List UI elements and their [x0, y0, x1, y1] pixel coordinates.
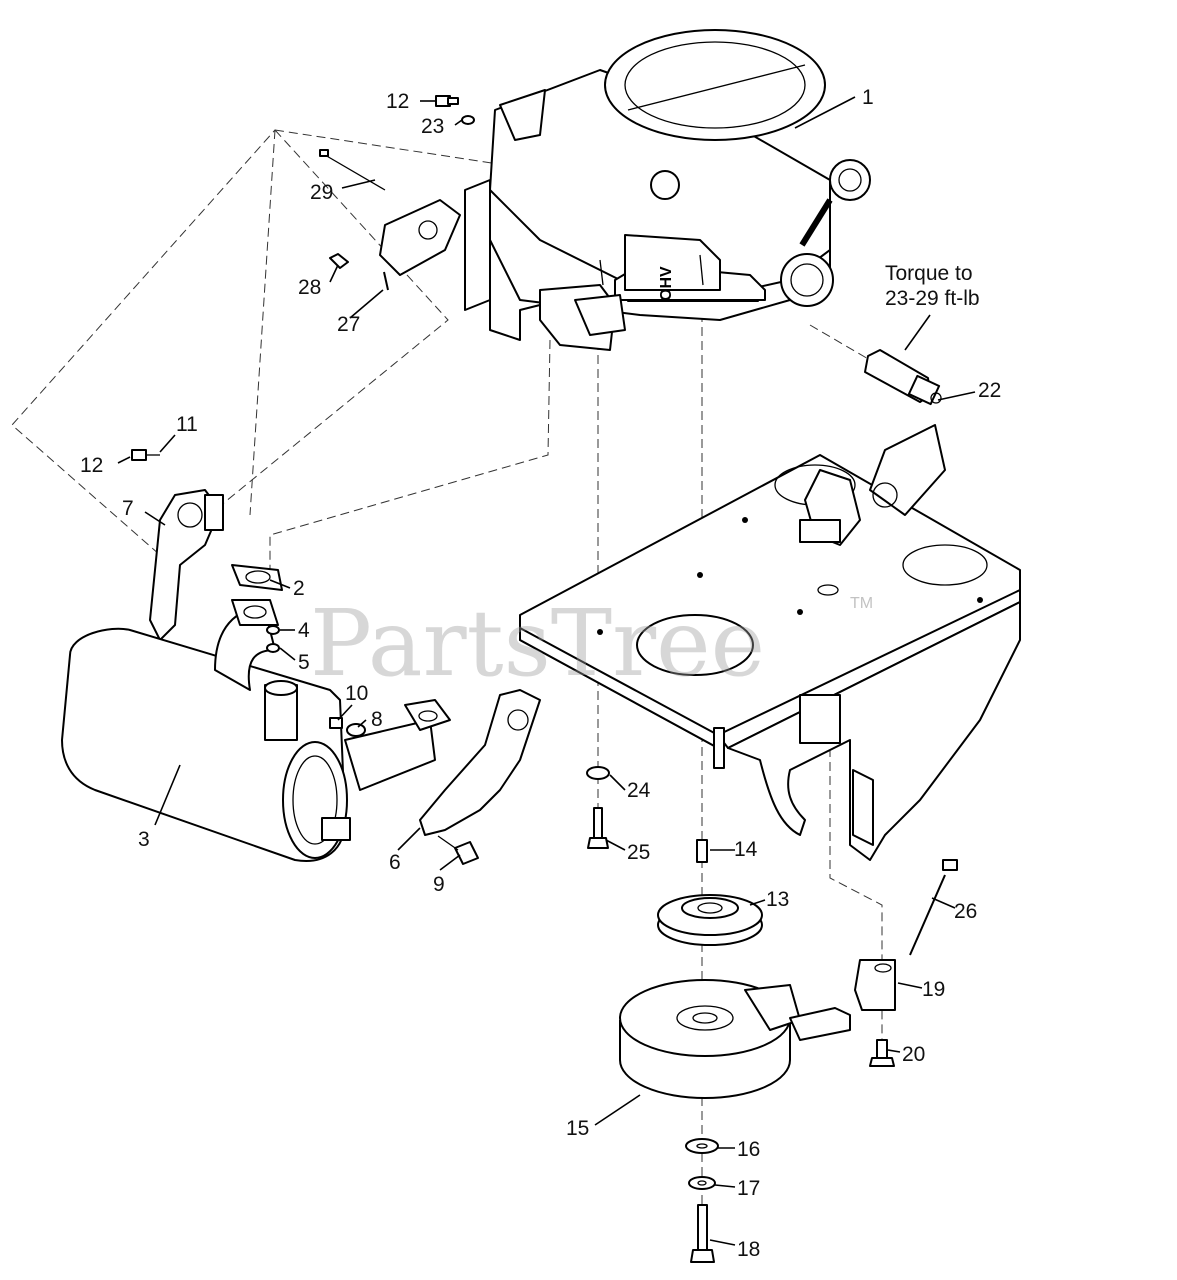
callout-leaders [117, 96, 976, 1246]
heat-shield-bracket [319, 149, 461, 291]
callout-1: 1 [862, 86, 874, 109]
callout-29: 29 [310, 181, 333, 204]
callout-24: 24 [627, 779, 651, 802]
callout-3: 3 [138, 828, 150, 851]
watermark-trademark: TM [850, 595, 873, 612]
callout-14: 14 [734, 838, 758, 861]
callout-25: 25 [627, 841, 650, 864]
engine-ohv-badge: OHV [658, 266, 675, 301]
callout-4: 4 [298, 619, 310, 642]
torque-note-line1: Torque to [885, 262, 973, 285]
callout-27: 27 [337, 313, 360, 336]
callout-19: 19 [922, 978, 945, 1001]
pulley-and-key [657, 839, 763, 946]
watermark: PartsTree [310, 590, 765, 697]
callout-7: 7 [122, 497, 134, 520]
clutch-bolt-stack [685, 1138, 719, 1263]
callout-15: 15 [566, 1117, 589, 1140]
frame-bolt-washer [586, 766, 610, 849]
callout-20: 20 [902, 1043, 925, 1066]
callout-9: 9 [433, 873, 445, 896]
electric-clutch [619, 859, 958, 1099]
callout-13: 13 [766, 888, 789, 911]
callout-17: 17 [737, 1177, 760, 1200]
callout-18: 18 [737, 1238, 760, 1261]
callout-22: 22 [978, 379, 1001, 402]
callout-2: 2 [293, 577, 305, 600]
callout-10: 10 [345, 682, 368, 705]
callout-26: 26 [954, 900, 977, 923]
callout-11: 11 [176, 413, 198, 436]
callout-labels: 1 2 3 4 5 6 7 8 9 10 11 12 12 13 14 15 1… [80, 86, 1001, 1261]
oil-drain-fitting [864, 349, 942, 406]
engine: OHV [464, 29, 871, 351]
callout-5: 5 [298, 651, 310, 674]
engine-deck-frame [519, 424, 1021, 861]
callout-8: 8 [371, 708, 383, 731]
callout-16: 16 [737, 1138, 760, 1161]
muffler-bracket-right [419, 689, 541, 865]
callout-23: 23 [421, 115, 444, 138]
torque-note-line2: 23-29 ft-lb [885, 287, 980, 310]
muffler-assembly [61, 564, 451, 862]
callout-12-top: 12 [386, 90, 409, 113]
muffler-bracket-left [131, 449, 224, 641]
callout-6: 6 [389, 851, 401, 874]
callout-12-left: 12 [80, 454, 103, 477]
callout-28: 28 [298, 276, 321, 299]
